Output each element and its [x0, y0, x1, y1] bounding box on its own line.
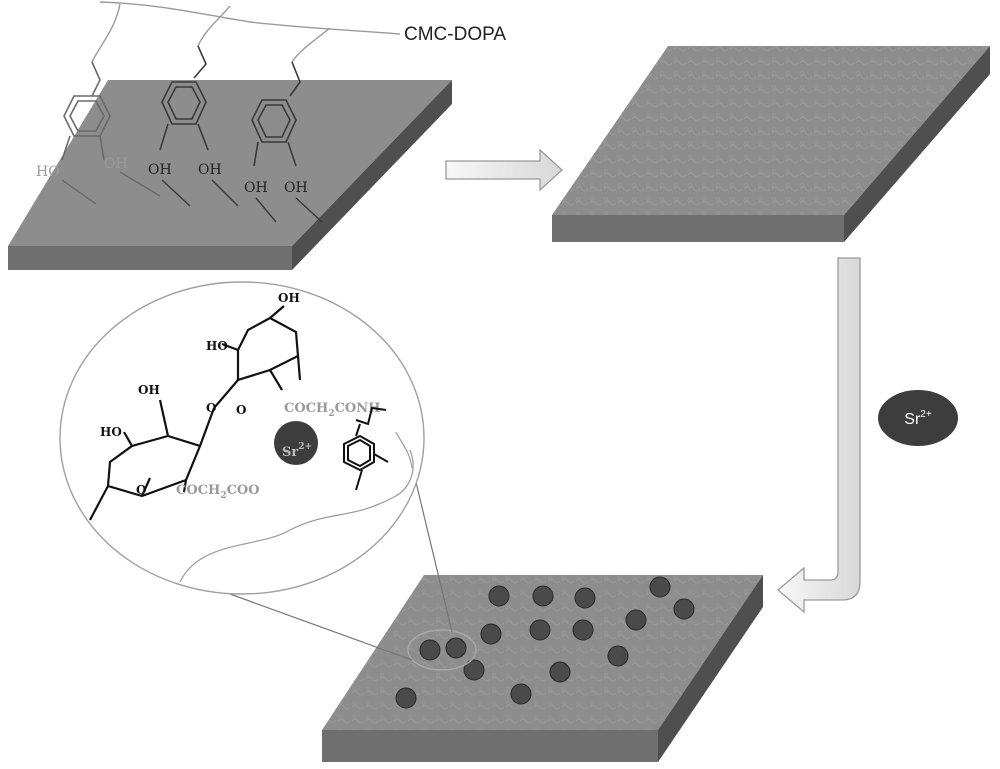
- particle: [445, 637, 467, 659]
- particle: [574, 587, 596, 609]
- particle: [529, 619, 551, 641]
- amide-main: COCH: [284, 401, 328, 416]
- ion-symbol: Sr: [904, 411, 921, 428]
- particle: [419, 639, 441, 661]
- catechol-unit-3: [251, 61, 301, 167]
- particle: [463, 659, 485, 681]
- stage1-anchor-lines-1: [61, 171, 161, 205]
- particle: [510, 683, 532, 705]
- zoom-ring1-oxygen: O: [136, 483, 146, 497]
- particle: [549, 661, 571, 683]
- arrow-right: [445, 148, 563, 192]
- zoom-oh-top: OH: [278, 291, 300, 305]
- stage1-anchor-lines-3: [255, 197, 323, 223]
- stage1-anchor-lines-2: [161, 179, 239, 207]
- stage3-plate-texture: [322, 575, 763, 730]
- zoom-amide-group: COCH2CONH: [284, 401, 380, 419]
- amide-sub: 2: [328, 409, 334, 419]
- carboxymethyl-main: COCH: [176, 483, 220, 498]
- particle: [649, 576, 671, 598]
- stage2-plate-side: [844, 46, 990, 242]
- zoom-ion-symbol: Sr: [282, 445, 298, 460]
- particle: [673, 598, 695, 620]
- stage1-oh-2b: OH: [198, 162, 222, 178]
- stage1-oh-3a: OH: [244, 180, 268, 196]
- particle: [532, 585, 554, 607]
- stage1-oh-2a: OH: [148, 162, 172, 178]
- zoom-polymer-chain: [179, 431, 414, 583]
- zoom-linker-oxygen: O: [206, 401, 216, 415]
- polymer-label: CMC-DOPA: [404, 24, 506, 45]
- stage3-plate: [322, 575, 763, 762]
- zoom-connector: [229, 473, 453, 661]
- zoom-ion-charge: 2+: [298, 442, 312, 452]
- strontium-ion-label: Sr2+: [904, 409, 932, 428]
- stage1-plate-top: [8, 80, 452, 246]
- zoom-strontium-label: Sr2+: [282, 442, 312, 460]
- particle: [625, 609, 647, 631]
- stage1-plate-front: [8, 246, 292, 270]
- amide-tail: CONH: [335, 401, 381, 416]
- particle: [488, 585, 510, 607]
- arrow-down-left: [776, 257, 861, 614]
- carboxymethyl-sub: 2: [220, 491, 226, 501]
- zoom-oh-ring1: OH: [138, 383, 160, 397]
- particle: [607, 645, 629, 667]
- stage1-polymer-chain: [91, 1, 401, 63]
- stage1-plate-side: [292, 80, 452, 270]
- stage1-oh-3b: OH: [284, 180, 308, 196]
- particle: [572, 619, 594, 641]
- zoom-strontium-ion: Sr2+: [274, 421, 318, 465]
- particle: [395, 687, 417, 709]
- stage2-plate-front: [552, 215, 844, 242]
- zoom-carboxymethyl-group: COCH2COO: [176, 483, 260, 501]
- zoom-ring2-oxygen: O: [236, 403, 246, 417]
- zoom-ho-ring1: HO: [100, 425, 122, 439]
- stage1-oh-1b: OH: [104, 156, 128, 172]
- strontium-particles: [395, 576, 695, 709]
- zoom-ho-ring2: HO: [206, 339, 228, 353]
- stage1-plate: [8, 80, 452, 270]
- carboxymethyl-tail: COO: [227, 483, 260, 498]
- ion-charge: 2+: [920, 409, 932, 420]
- stage2-plate: [552, 46, 990, 242]
- catechol-unit-2: [159, 45, 209, 151]
- zoom-catechol: [343, 406, 389, 491]
- stage3-plate-side: [658, 575, 763, 762]
- particle: [480, 623, 502, 645]
- catechol-unit-1: [61, 61, 111, 161]
- zoom-sugar-ring-2: [198, 305, 302, 447]
- zoom-source-ring: [407, 629, 477, 671]
- strontium-ion-badge: Sr2+: [878, 390, 958, 446]
- stage3-plate-front: [322, 730, 658, 762]
- stage1-oh-1a: HO: [36, 164, 60, 180]
